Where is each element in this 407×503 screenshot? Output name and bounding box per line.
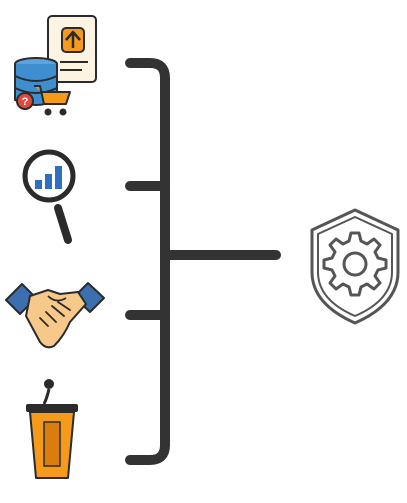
bracket-connector bbox=[125, 58, 281, 465]
podium-microphone-icon bbox=[26, 379, 78, 479]
magnifier-bar-chart-icon bbox=[22, 149, 76, 244]
handshake-icon bbox=[5, 282, 105, 349]
svg-text:?: ? bbox=[22, 96, 29, 108]
database-upload-cart-icon: ? bbox=[14, 15, 97, 116]
shield-gear-icon bbox=[310, 208, 400, 325]
